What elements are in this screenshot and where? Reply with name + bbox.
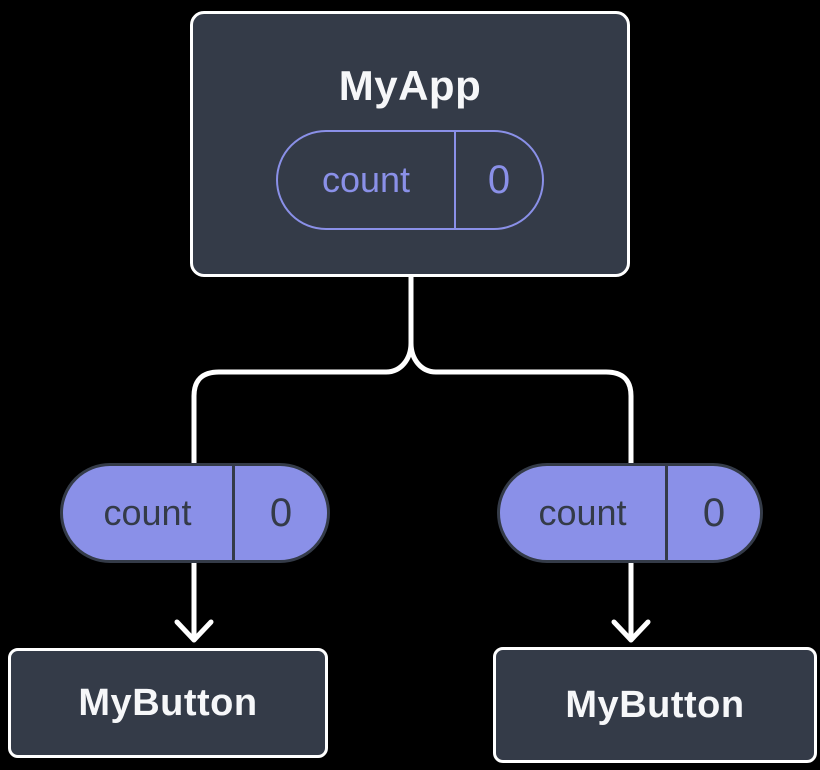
mybutton-node-left: MyButton [8,648,328,758]
prop-value-label: 0 [269,490,293,535]
prop-pill-divider [665,466,668,560]
myapp-title: MyApp [338,62,482,109]
prop-value-label: 0 [702,490,726,535]
mybutton-title: MyButton [78,681,258,724]
myapp-state-pill: count 0 [276,130,544,230]
prop-pill-divider [232,466,235,560]
mybutton-title: MyButton [565,683,745,726]
prop-name-label: count [103,492,192,533]
arrowhead-left-icon [174,619,214,643]
prop-pill-left: count 0 [60,463,330,563]
myapp-node: MyApp [190,11,630,277]
state-name-label: count [321,159,411,200]
connector-branch-right [408,340,634,641]
prop-pill-right: count 0 [497,463,763,563]
connector-branch-left [191,269,414,641]
mybutton-node-right: MyButton [493,647,817,763]
arrowhead-right-icon [611,619,651,643]
state-pill-divider [454,132,456,228]
prop-name-label: count [538,492,627,533]
state-value-label: 0 [487,157,511,202]
